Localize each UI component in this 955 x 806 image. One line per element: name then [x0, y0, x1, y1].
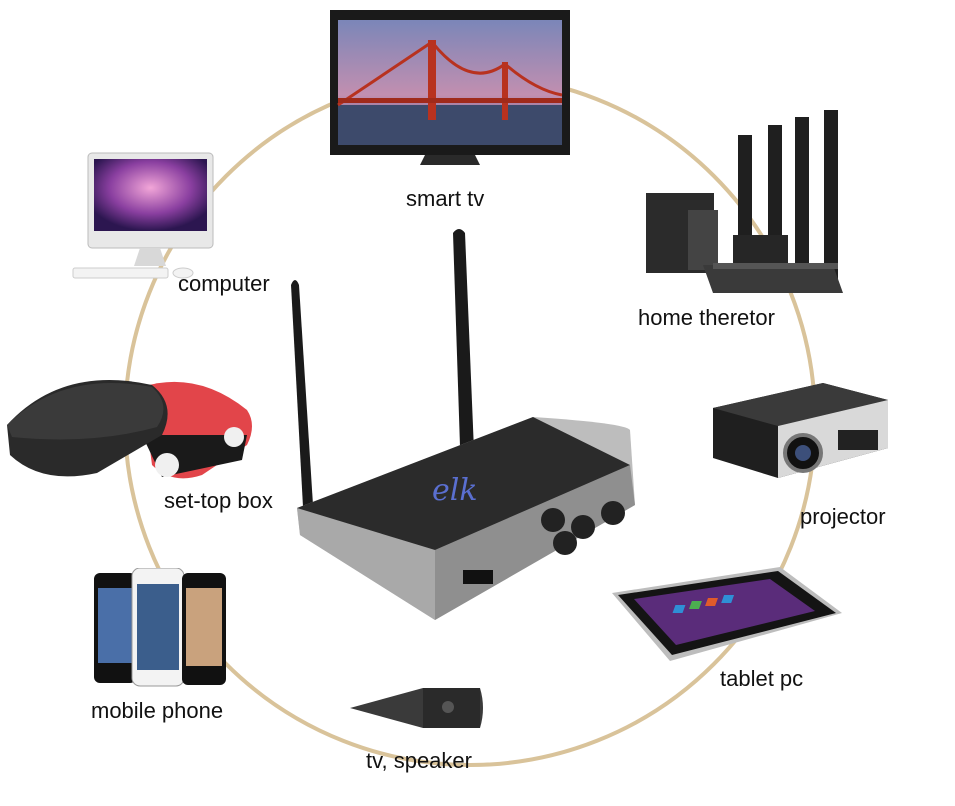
home-theater-image — [646, 110, 843, 293]
mobile-phone-label: mobile phone — [91, 698, 224, 723]
smart-tv-image — [330, 10, 570, 165]
wireless-box-image — [291, 229, 635, 620]
tablet-pc-label: tablet pc — [720, 666, 804, 691]
mobile-phone-image — [94, 568, 226, 687]
center-logo: elk — [432, 473, 478, 508]
tablet-pc-image — [612, 567, 842, 661]
projector-label: projector — [800, 504, 886, 529]
projector-image — [713, 383, 888, 478]
computer-label: computer — [178, 271, 270, 296]
set-top-box-label: set-top box — [164, 488, 273, 513]
smart-tv-label: smart tv — [406, 186, 485, 211]
home-theater-label: home theretor — [638, 305, 775, 330]
computer-image — [72, 152, 214, 279]
tv-speaker-label: tv, speaker — [366, 748, 472, 773]
set-top-box-image — [7, 380, 252, 479]
tv-speaker-image — [350, 688, 483, 728]
